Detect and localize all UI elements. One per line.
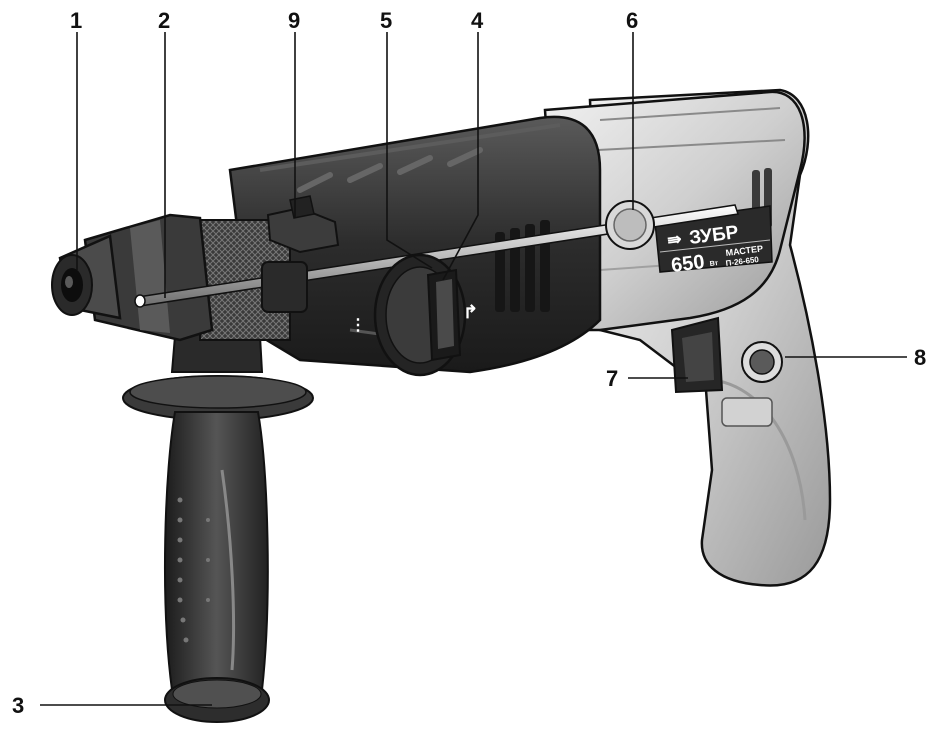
callout-6: 6 xyxy=(626,8,638,33)
callout-2: 2 xyxy=(158,8,170,33)
arrow-logo-icon: ⇛ xyxy=(666,229,682,250)
callout-5: 5 xyxy=(380,8,392,33)
reverse-switch xyxy=(605,200,655,250)
callout-3: 3 xyxy=(12,693,24,718)
callout-9: 9 xyxy=(288,8,300,33)
power-unit-text: Вт xyxy=(709,260,719,268)
model-power-text: 650 xyxy=(670,251,706,277)
series-text: МАСТЕР xyxy=(725,243,764,258)
side-handle xyxy=(122,299,314,723)
depth-gauge xyxy=(134,204,739,313)
hammer-mode-icon: ↱ xyxy=(463,302,478,322)
model-code-text: П-26-650 xyxy=(725,255,760,268)
lock-button xyxy=(741,341,783,383)
trigger xyxy=(670,316,724,394)
callout-4: 4 xyxy=(471,8,484,33)
mode-selector: ↱ ⋮ xyxy=(350,253,478,377)
drill-mode-icon: ⋮ xyxy=(350,317,366,334)
callout-8: 8 xyxy=(914,345,926,370)
callout-7: 7 xyxy=(606,366,618,391)
callout-1: 1 xyxy=(70,8,82,33)
depth-stop-knob xyxy=(266,195,340,254)
chuck xyxy=(51,213,214,342)
leader-lines xyxy=(40,32,907,706)
